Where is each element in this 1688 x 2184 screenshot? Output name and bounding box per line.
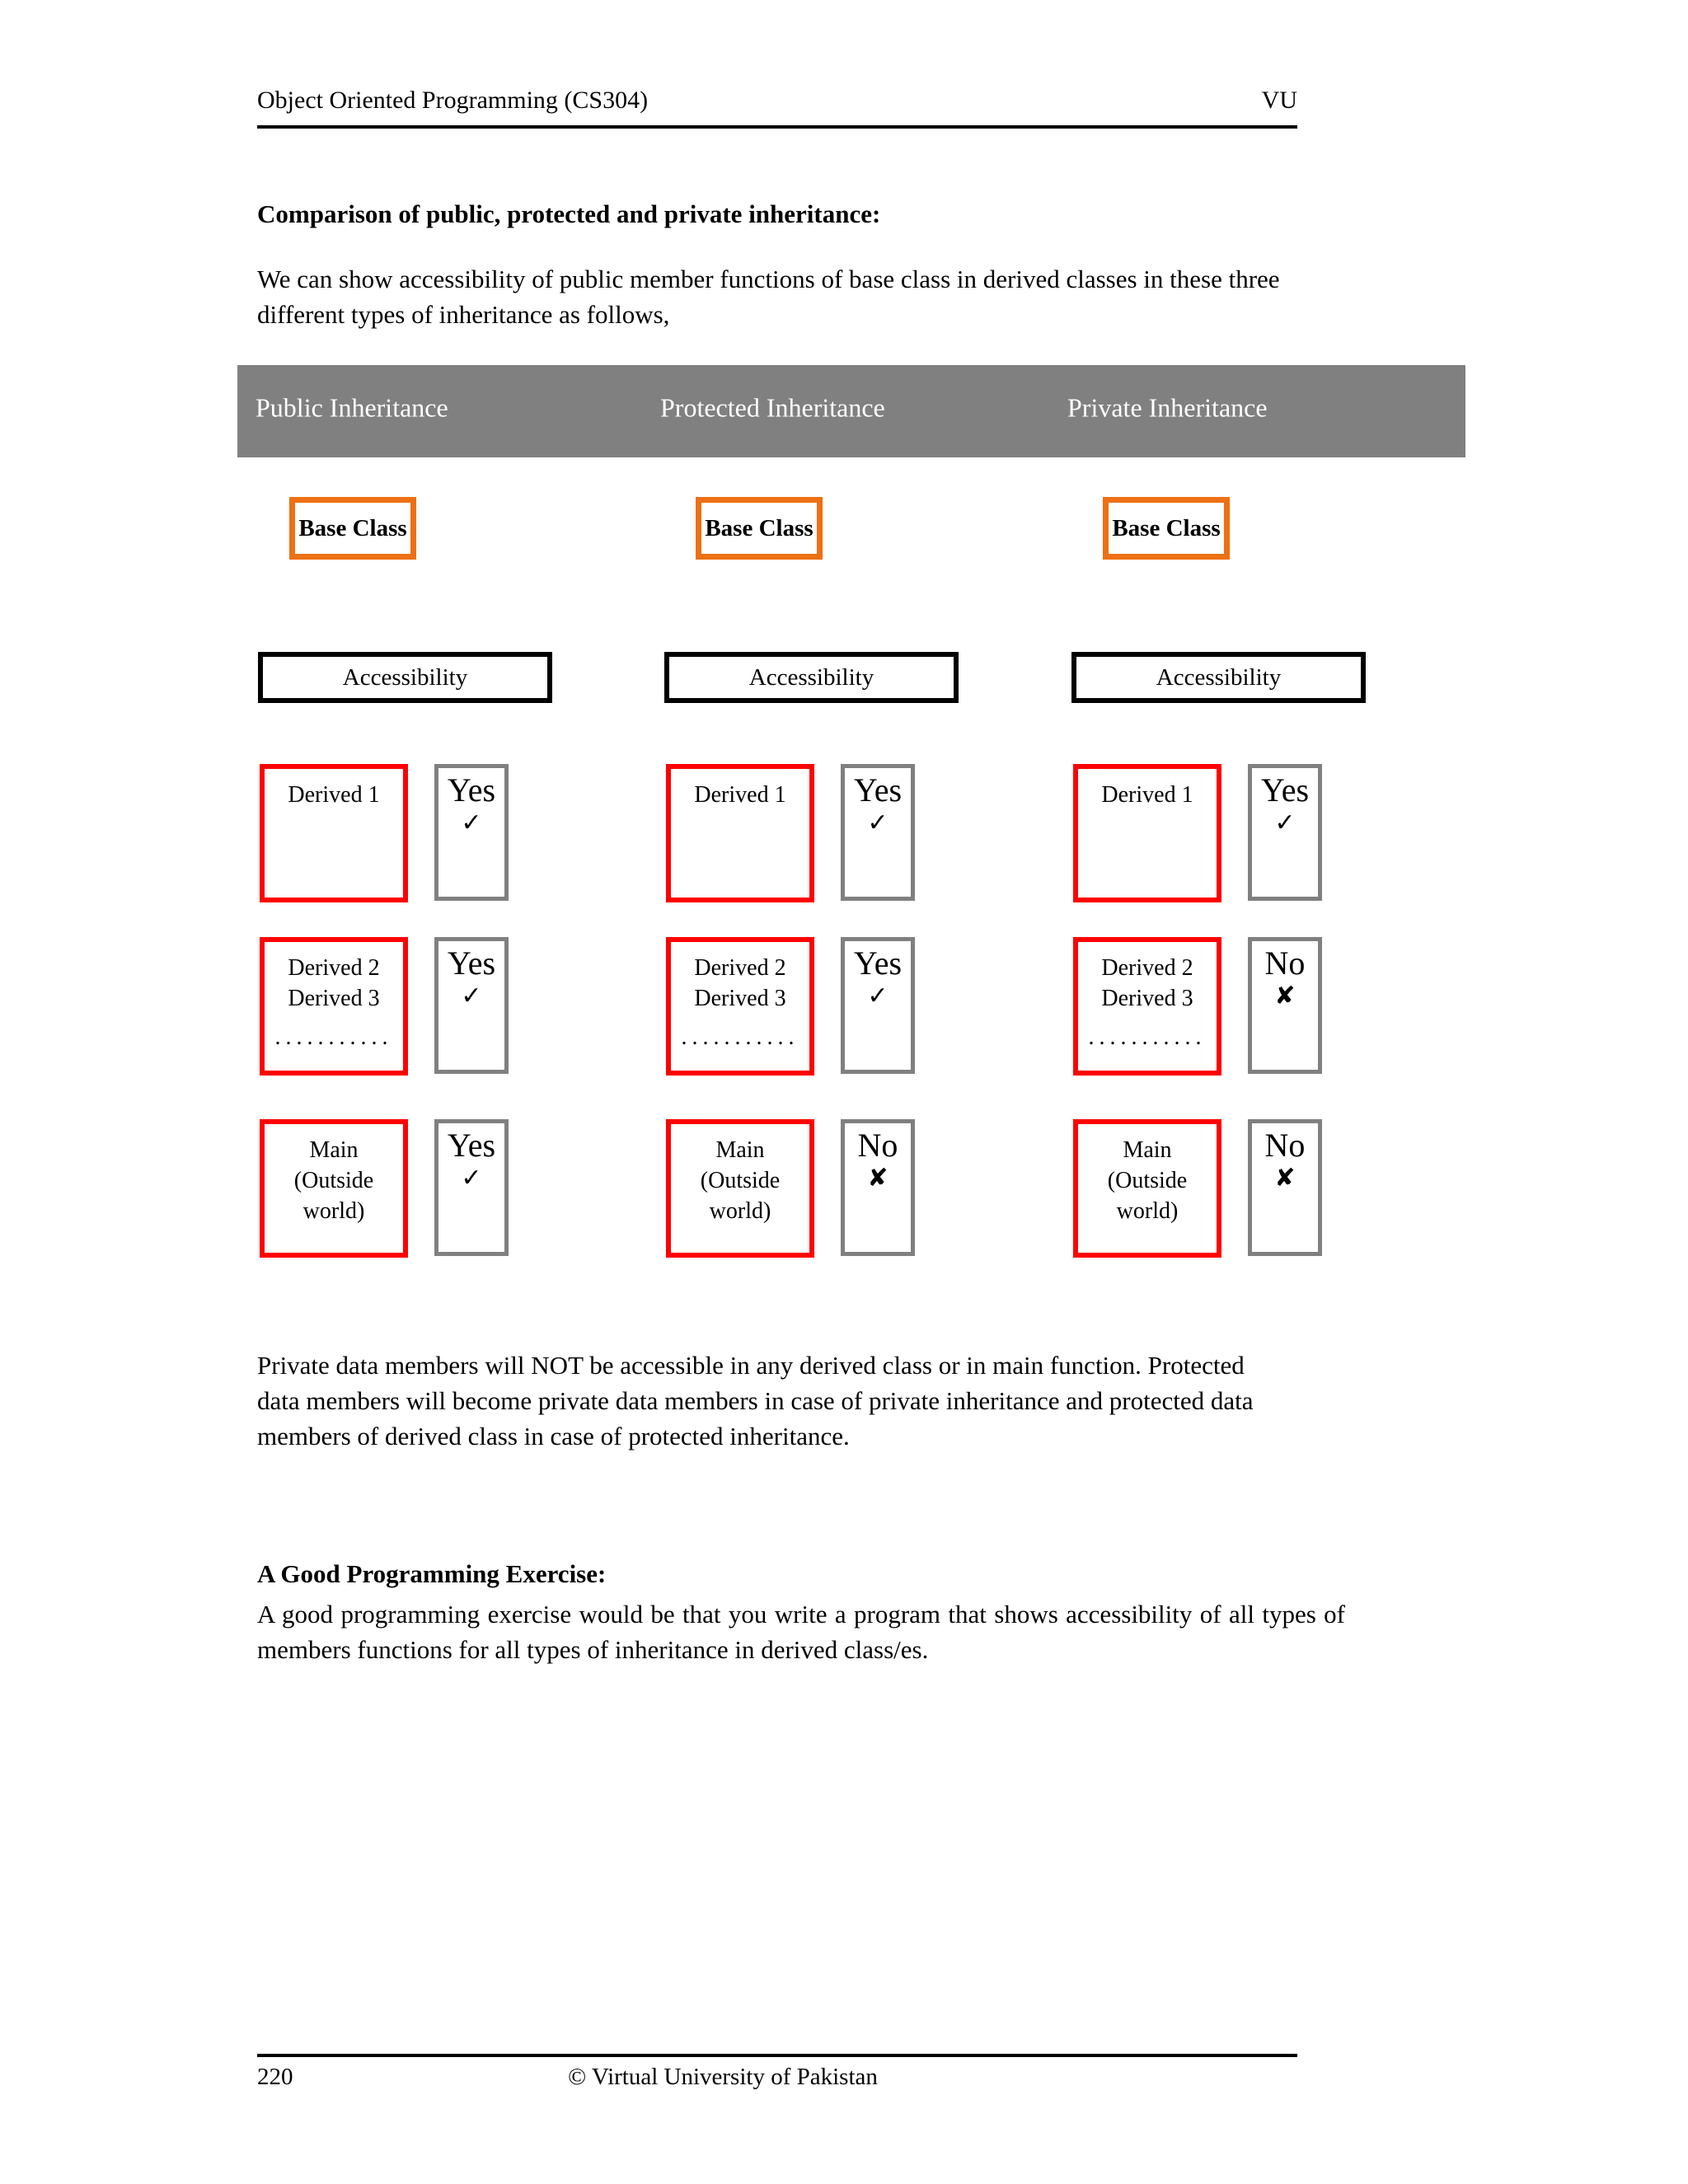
cross-icon: ✘ (1274, 1164, 1296, 1192)
class-box: Main (Outside world) (260, 1119, 408, 1258)
check-icon: ✓ (867, 808, 889, 837)
column-protected-inheritance: Base Class Accessibility Derived 1 Yes ✓… (660, 365, 990, 1280)
accessibility-box: Accessibility (664, 652, 959, 703)
class-box: Derived 1 (666, 764, 814, 902)
column-public-inheritance: Base Class Accessibility Derived 1 Yes ✓… (254, 365, 584, 1280)
check-icon: ✓ (867, 982, 889, 1010)
class-label-line1: Derived 2 (1101, 955, 1193, 981)
class-label-line1: Derived 1 (288, 782, 380, 808)
class-label-line3: world) (302, 1197, 365, 1224)
banner-label-protected: Protected Inheritance (660, 392, 885, 423)
header-course-title: Object Oriented Programming (CS304) (257, 87, 649, 114)
class-box: Derived 2 Derived 3 ........... (260, 937, 408, 1076)
column-private-inheritance: Base Class Accessibility Derived 1 Yes ✓… (1067, 365, 1397, 1280)
cross-icon: ✘ (1274, 982, 1296, 1010)
class-label-line1: Derived 2 (288, 955, 380, 981)
base-class-box: Base Class (1103, 497, 1230, 560)
verdict-label: Yes (853, 944, 903, 982)
check-icon: ✓ (1274, 808, 1296, 837)
header-divider (257, 125, 1297, 129)
check-icon: ✓ (461, 808, 482, 837)
banner-label-public: Public Inheritance (256, 392, 448, 423)
class-label-line1: Main (715, 1137, 765, 1163)
header-institution: VU (1261, 87, 1297, 114)
answer-box: Yes ✓ (841, 764, 915, 901)
footer-divider (257, 2054, 1297, 2057)
banner-label-private: Private Inheritance (1067, 392, 1268, 423)
class-label-line3: world) (1116, 1197, 1179, 1224)
base-class-box: Base Class (289, 497, 416, 560)
class-label-line1: Derived 1 (1101, 782, 1193, 808)
verdict-label: Yes (447, 1127, 496, 1164)
notes-paragraph: Private data members will NOT be accessi… (257, 1351, 1254, 1451)
page-header: Object Oriented Programming (CS304) VU (257, 87, 1297, 114)
answer-box: Yes ✓ (841, 937, 915, 1074)
verdict-label: No (857, 1127, 898, 1164)
verdict-label: No (1264, 1127, 1306, 1164)
class-label-line2: (Outside (700, 1167, 781, 1193)
class-label-line2: (Outside (293, 1167, 374, 1193)
class-box: Derived 1 (260, 764, 408, 902)
verdict-label: Yes (1260, 771, 1310, 808)
copyright-notice: © Virtual University of Pakistan (568, 2064, 878, 2090)
class-label-line2: Derived 3 (288, 985, 380, 1011)
answer-box: Yes ✓ (434, 1119, 509, 1256)
class-box: Main (Outside world) (1073, 1119, 1221, 1258)
page-number: 220 (257, 2064, 293, 2090)
check-icon: ✓ (461, 1164, 482, 1192)
verdict-label: No (1264, 944, 1306, 982)
ellipsis-label: ........... (1088, 1024, 1207, 1050)
accessibility-box: Accessibility (258, 652, 552, 703)
class-label-line3: world) (709, 1197, 771, 1224)
comparison-heading: Comparison of public, protected and priv… (257, 199, 881, 228)
answer-box: No ✘ (1248, 937, 1322, 1074)
class-label-line1: Main (1123, 1137, 1172, 1163)
answer-box: Yes ✓ (434, 937, 509, 1074)
class-label-line2: (Outside (1107, 1167, 1188, 1193)
answer-box: Yes ✓ (1248, 764, 1322, 901)
class-box: Derived 1 (1073, 764, 1221, 902)
class-box: Derived 2 Derived 3 ........... (666, 937, 814, 1076)
ellipsis-label: ........... (681, 1024, 799, 1050)
verdict-label: Yes (853, 771, 903, 808)
exercise-heading: A Good Programming Exercise: (257, 1559, 607, 1588)
class-box: Derived 2 Derived 3 ........... (1073, 937, 1221, 1076)
cross-icon: ✘ (867, 1164, 889, 1192)
class-label-line2: Derived 3 (694, 985, 786, 1011)
inheritance-comparison-diagram: Public Inheritance Protected Inheritance… (237, 365, 1465, 1280)
answer-box: No ✘ (841, 1119, 915, 1256)
answer-box: Yes ✓ (434, 764, 509, 901)
class-label-line1: Derived 2 (694, 955, 786, 981)
ellipsis-label: ........... (274, 1024, 393, 1050)
exercise-paragraph: A good programming exercise would be tha… (257, 1600, 1345, 1664)
inheritance-types-banner (237, 365, 1465, 457)
accessibility-box: Accessibility (1071, 652, 1366, 703)
verdict-label: Yes (447, 944, 496, 982)
verdict-label: Yes (447, 771, 496, 808)
class-label-line2: Derived 3 (1101, 985, 1193, 1011)
check-icon: ✓ (461, 982, 482, 1010)
intro-paragraph: We can show accessibility of public memb… (257, 265, 1280, 329)
answer-box: No ✘ (1248, 1119, 1322, 1256)
class-box: Main (Outside world) (666, 1119, 814, 1258)
class-label-line1: Main (309, 1137, 359, 1163)
class-label-line1: Derived 1 (694, 782, 786, 808)
base-class-box: Base Class (696, 497, 823, 560)
